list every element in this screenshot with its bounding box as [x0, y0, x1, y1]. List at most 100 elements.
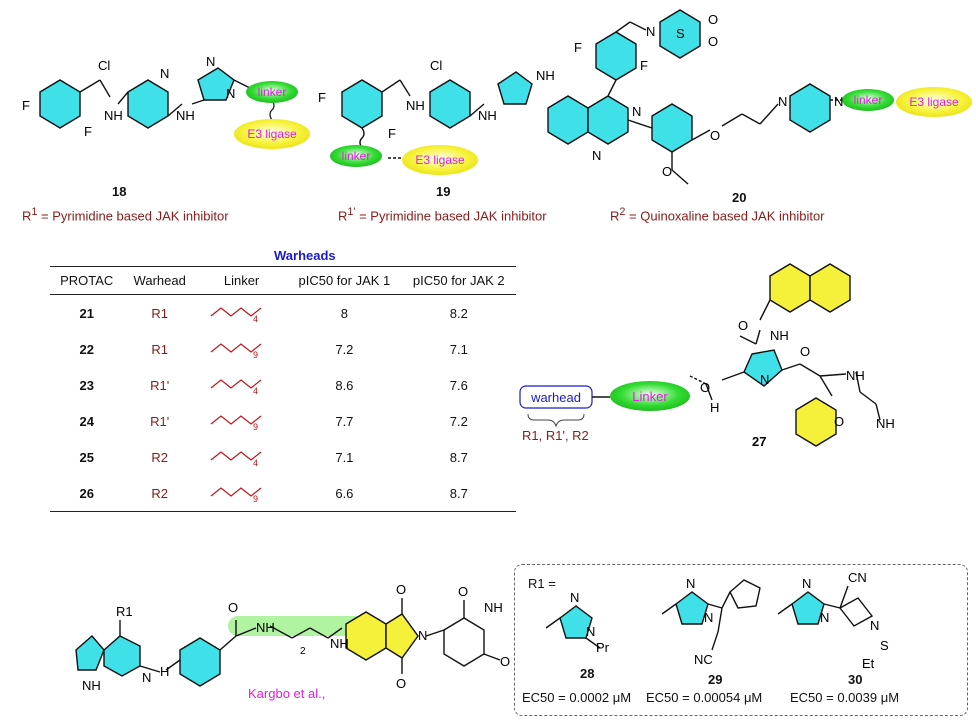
linker-cell: 9 — [196, 331, 287, 367]
warhead-text: warhead — [530, 390, 581, 405]
atom-n: N — [686, 576, 695, 591]
atom-o: O — [396, 676, 406, 691]
linker-sketch: 4 — [210, 306, 261, 324]
table-cell-jak1: 7.2 — [335, 341, 354, 357]
table-cell-protac: 26 — [50, 475, 124, 512]
table-cell-jak2: 7.6 — [449, 377, 468, 393]
table-cell-jak2: 8.7 — [401, 475, 516, 512]
atom-s: S — [880, 638, 889, 653]
table-cell-protac: 23 — [79, 377, 94, 393]
ec50-value: EC50 = 0.0002 μM — [522, 690, 632, 705]
atom-nh: NH — [846, 368, 865, 383]
atom-n: N — [142, 670, 151, 685]
compound-19-structure — [341, 71, 533, 159]
atom-n: N — [760, 372, 769, 387]
linker-repeat-count: 4 — [253, 458, 258, 468]
linker-repeat-count: 9 — [253, 422, 258, 432]
table-cell-jak2: 8.2 — [449, 305, 468, 321]
table-cell-jak2: 8.7 — [449, 449, 468, 465]
atom-n: N — [704, 610, 713, 625]
atom-s: S — [676, 26, 685, 41]
atom-nh: NH — [176, 108, 195, 123]
table-cell-protac: 24 — [79, 413, 94, 429]
linker-text-19: linker — [342, 149, 371, 163]
compound-caption: R1 = Pyrimidine based JAK inhibitor — [22, 206, 229, 224]
linker-repeat-count: 4 — [253, 386, 258, 396]
atom-o: O — [800, 344, 810, 359]
atom-o: O — [708, 34, 718, 49]
atom-f: F — [640, 58, 648, 73]
linker-sketch: 9 — [210, 342, 261, 360]
atom-nh: NH — [484, 600, 503, 615]
compound-18-structure — [39, 67, 275, 131]
linker-text-20: linker — [854, 93, 883, 107]
atom-f: F — [84, 124, 92, 139]
compound-27-number: 27 — [752, 434, 766, 449]
compound-27-structure — [689, 263, 881, 447]
e3-oval-19 — [402, 145, 478, 175]
atom-cn: CN — [848, 570, 867, 585]
table-cell-warhead: R1' — [150, 413, 170, 429]
table-cell-jak1: 8.6 — [335, 377, 354, 393]
linker-cell: 4 — [196, 367, 287, 403]
col-header: pIC50 for JAK 2 — [401, 266, 516, 295]
compound-number: 19 — [436, 184, 451, 199]
table-cell-jak2: 7.2 — [449, 413, 468, 429]
atom-o: O — [396, 582, 406, 597]
compound-number: 30 — [848, 672, 863, 687]
atom-n: N — [834, 94, 843, 109]
col-header: Linker — [195, 266, 288, 295]
e3-text-20: E3 ligase — [909, 95, 959, 109]
atom-h: H — [160, 664, 169, 679]
e3-oval-18 — [234, 119, 310, 149]
atom-n: N — [632, 104, 641, 119]
table-cell-warhead: R2 — [151, 449, 168, 465]
atom-cl: Cl — [430, 58, 442, 73]
linker-oval-20 — [842, 89, 894, 111]
r-group-structures — [545, 579, 874, 651]
table-cell-protac: 22 — [79, 341, 94, 357]
atom-o: O — [458, 584, 468, 599]
table-cell-warhead: R1 — [151, 305, 168, 321]
linker-sketch: 4 — [210, 450, 261, 468]
compound-number: 18 — [112, 184, 127, 199]
linker-cell: 9 — [195, 475, 288, 512]
compound-20-structure — [547, 9, 848, 185]
linker-cell: 9 — [196, 403, 287, 439]
atom-nh: NH — [876, 416, 895, 431]
table-header-row: PROTAC Warhead Linker pIC50 for JAK 1 pI… — [50, 266, 516, 295]
e3-text-19: E3 ligase — [415, 153, 465, 167]
col-header: pIC50 for JAK 1 — [287, 266, 402, 295]
atom-n: N — [160, 66, 169, 81]
col-header: PROTAC — [50, 266, 124, 295]
table-cell-warhead: R1' — [150, 377, 170, 393]
atom-o: O — [500, 654, 510, 669]
linker-text-18: linker — [258, 85, 287, 99]
atom-n: N — [592, 148, 601, 163]
atom-f: F — [574, 40, 582, 55]
table-row: 21 R1 4 8 8.2 — [50, 295, 516, 332]
warheads-table: PROTAC Warhead Linker pIC50 for JAK 1 pI… — [50, 266, 516, 512]
compound-number: 29 — [708, 672, 723, 687]
table-cell-protac: 25 — [79, 449, 94, 465]
table-cell-jak1: 8 — [340, 305, 348, 321]
atom-o: O — [710, 128, 720, 143]
atom-nh: NH — [104, 108, 123, 123]
table-cell-protac: 21 — [79, 305, 94, 321]
atom-o: O — [708, 12, 718, 27]
warhead-list: R1, R1', R2 — [522, 428, 589, 443]
linker-oval-27 — [610, 381, 690, 411]
atom-n: N — [206, 54, 215, 69]
linker-oval-18 — [246, 81, 298, 103]
atom-nh: NH — [770, 328, 789, 343]
table-cell-warhead: R2 — [123, 475, 196, 512]
linker-repeat-count: 9 — [253, 350, 258, 360]
atom-o: O — [662, 164, 672, 179]
atom-nh: NH — [478, 108, 497, 123]
atom-nh: NH — [82, 678, 101, 693]
linker-oval-19 — [330, 145, 382, 167]
atom-o: O — [738, 318, 748, 333]
